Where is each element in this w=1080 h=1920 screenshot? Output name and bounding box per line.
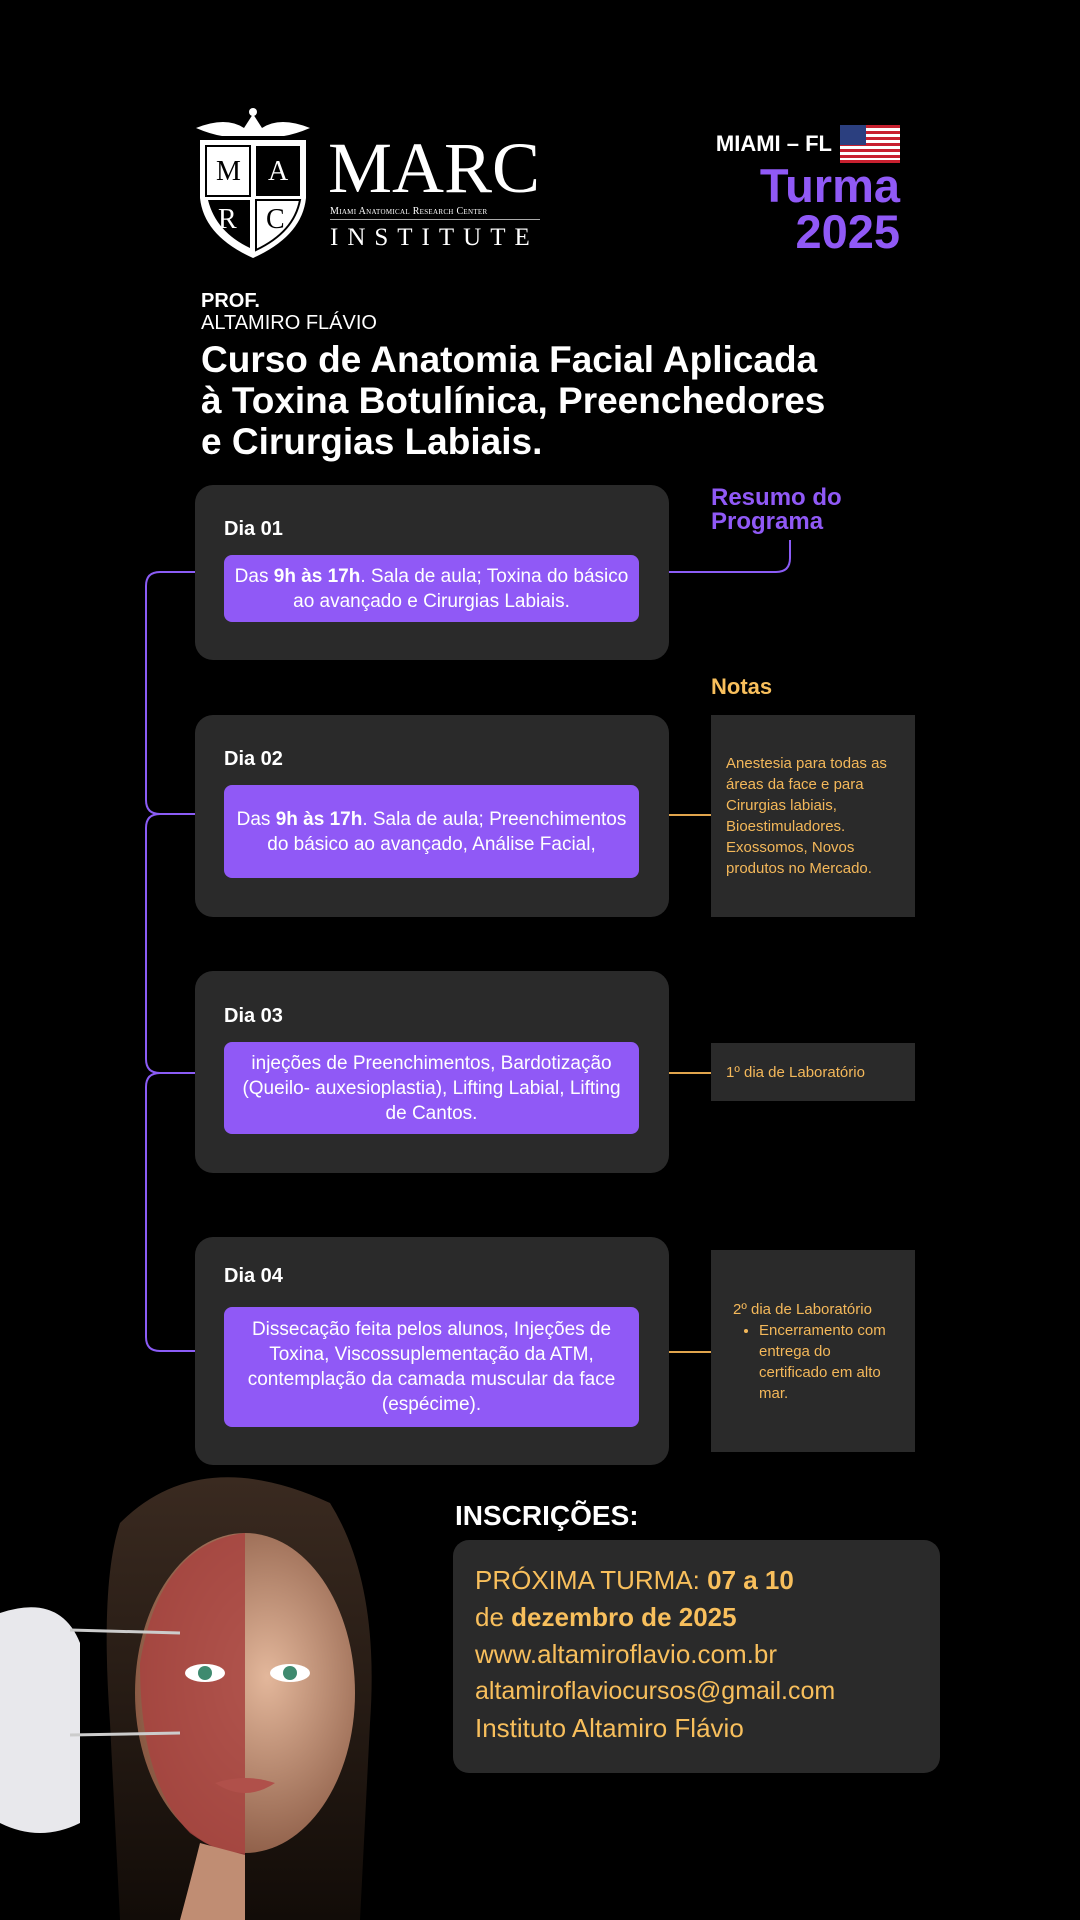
inscricoes-title: INSCRIÇÕES: — [455, 1500, 639, 1531]
logo-name: MARC — [328, 128, 541, 208]
note-box-1: Anestesia para todas as áreas da face e … — [711, 715, 915, 917]
note-list: Encerramento com entrega do certificado … — [733, 1320, 900, 1404]
course-title-line: e Cirurgias Labiais. — [201, 421, 543, 462]
day-card-3: Dia 03 injeções de Preenchimentos, Bardo… — [195, 971, 669, 1173]
marc-logo: M A R C MARC Miami Anatomical Research C… — [186, 106, 546, 262]
day-card-4: Dia 04 Dissecação feita pelos alunos, In… — [195, 1237, 669, 1465]
location-header: MIAMI – FL Turma 2025 — [716, 125, 900, 255]
note-text: Anestesia para todas as áreas da face e … — [726, 755, 887, 877]
facial-anatomy-image — [0, 1477, 372, 1920]
text-post: . Sala de aula; Preenchimentos do básico… — [267, 808, 627, 855]
text-pre: Das — [236, 808, 276, 830]
us-flag-icon — [840, 125, 900, 163]
text-pre: Das — [234, 565, 274, 587]
day-description-text: Das 9h às 17h. Sala de aula; Preenchimen… — [230, 807, 633, 857]
email-link[interactable]: altamiroflaviocursos@gmail.com — [475, 1677, 836, 1705]
note-text: 2º dia de Laboratório — [733, 1300, 872, 1318]
day-description: Das 9h às 17h. Sala de aula; Toxina do b… — [224, 555, 639, 622]
next-class-month-line: de dezembro de 2025 — [475, 1599, 918, 1636]
prof-name: ALTAMIRO FLÁVIO — [201, 312, 377, 334]
de-label: de — [475, 1602, 512, 1632]
summary-label-line: Resumo do — [711, 484, 842, 511]
logo-institute: INSTITUTE — [330, 224, 539, 251]
prof-prefix: PROF. — [201, 290, 260, 312]
left-bracket-line — [145, 571, 195, 1352]
day-label: Dia 01 — [224, 518, 283, 540]
summary-label-line: Programa — [711, 508, 824, 535]
day-description: Das 9h às 17h. Sala de aula; Preenchimen… — [224, 785, 639, 878]
logo-subtitle: Miami Anatomical Research Center — [330, 206, 540, 220]
text-bold: 9h às 17h — [273, 565, 361, 587]
next-class-label: PRÓXIMA TURMA: — [475, 1565, 708, 1595]
shield-letter-a: A — [268, 156, 289, 187]
turma-label: Turma — [759, 159, 900, 212]
shield-letter-c: C — [266, 204, 285, 235]
day-label: Dia 02 — [224, 748, 283, 770]
course-title-line: Curso de Anatomia Facial Aplicada — [201, 339, 818, 380]
day-description: Dissecação feita pelos alunos, Injeções … — [224, 1307, 639, 1427]
day-card-2: Dia 02 Das 9h às 17h. Sala de aula; Pree… — [195, 715, 669, 917]
shield-caduceus-icon — [196, 108, 310, 258]
inscricoes-box: PRÓXIMA TURMA: 07 a 10 de dezembro de 20… — [453, 1540, 940, 1773]
day-description-text: injeções de Preenchimentos, Bardotização… — [242, 1052, 621, 1124]
note-bullet: Encerramento com entrega do certificado … — [759, 1320, 900, 1404]
note-connector-line — [669, 1072, 711, 1074]
next-class-dates: 07 a 10 — [707, 1565, 794, 1595]
day-description-text: Dissecação feita pelos alunos, Injeções … — [247, 1319, 616, 1415]
next-class-month: dezembro de 2025 — [511, 1602, 737, 1632]
day-description-text: Das 9h às 17h. Sala de aula; Toxina do b… — [230, 564, 633, 614]
day-label: Dia 03 — [224, 1005, 283, 1027]
summary-label: Resumo do Programa — [711, 486, 842, 534]
location-label: MIAMI – FL — [715, 131, 832, 156]
day-description: injeções de Preenchimentos, Bardotização… — [224, 1042, 639, 1134]
note-box-2: 1º dia de Laboratório — [711, 1043, 915, 1101]
year-label: 2025 — [795, 205, 900, 258]
day-card-1: Dia 01 Das 9h às 17h. Sala de aula; Toxi… — [195, 485, 669, 660]
course-title: Curso de Anatomia Facial Aplicada à Toxi… — [201, 339, 825, 462]
shield-letter-m: M — [216, 156, 241, 187]
summary-connector-line — [669, 540, 791, 573]
course-title-line: à Toxina Botulínica, Preenchedores — [201, 380, 826, 421]
website-link[interactable]: www.altamiroflavio.com.br — [475, 1639, 777, 1669]
day-label: Dia 04 — [224, 1265, 283, 1287]
text-post: . Sala de aula; Toxina do básico ao avan… — [293, 565, 629, 612]
notes-label: Notas — [711, 674, 773, 699]
next-class-line: PRÓXIMA TURMA: 07 a 10 — [475, 1562, 918, 1599]
note-box-3: 2º dia de Laboratório Encerramento com e… — [711, 1250, 915, 1452]
institute-name: Instituto Altamiro Flávio — [475, 1713, 744, 1743]
shield-letter-r: R — [218, 204, 237, 235]
note-text: 1º dia de Laboratório — [726, 1063, 865, 1081]
note-connector-line — [669, 814, 711, 816]
text-bold: 9h às 17h — [275, 808, 363, 830]
note-connector-line — [669, 1351, 711, 1353]
